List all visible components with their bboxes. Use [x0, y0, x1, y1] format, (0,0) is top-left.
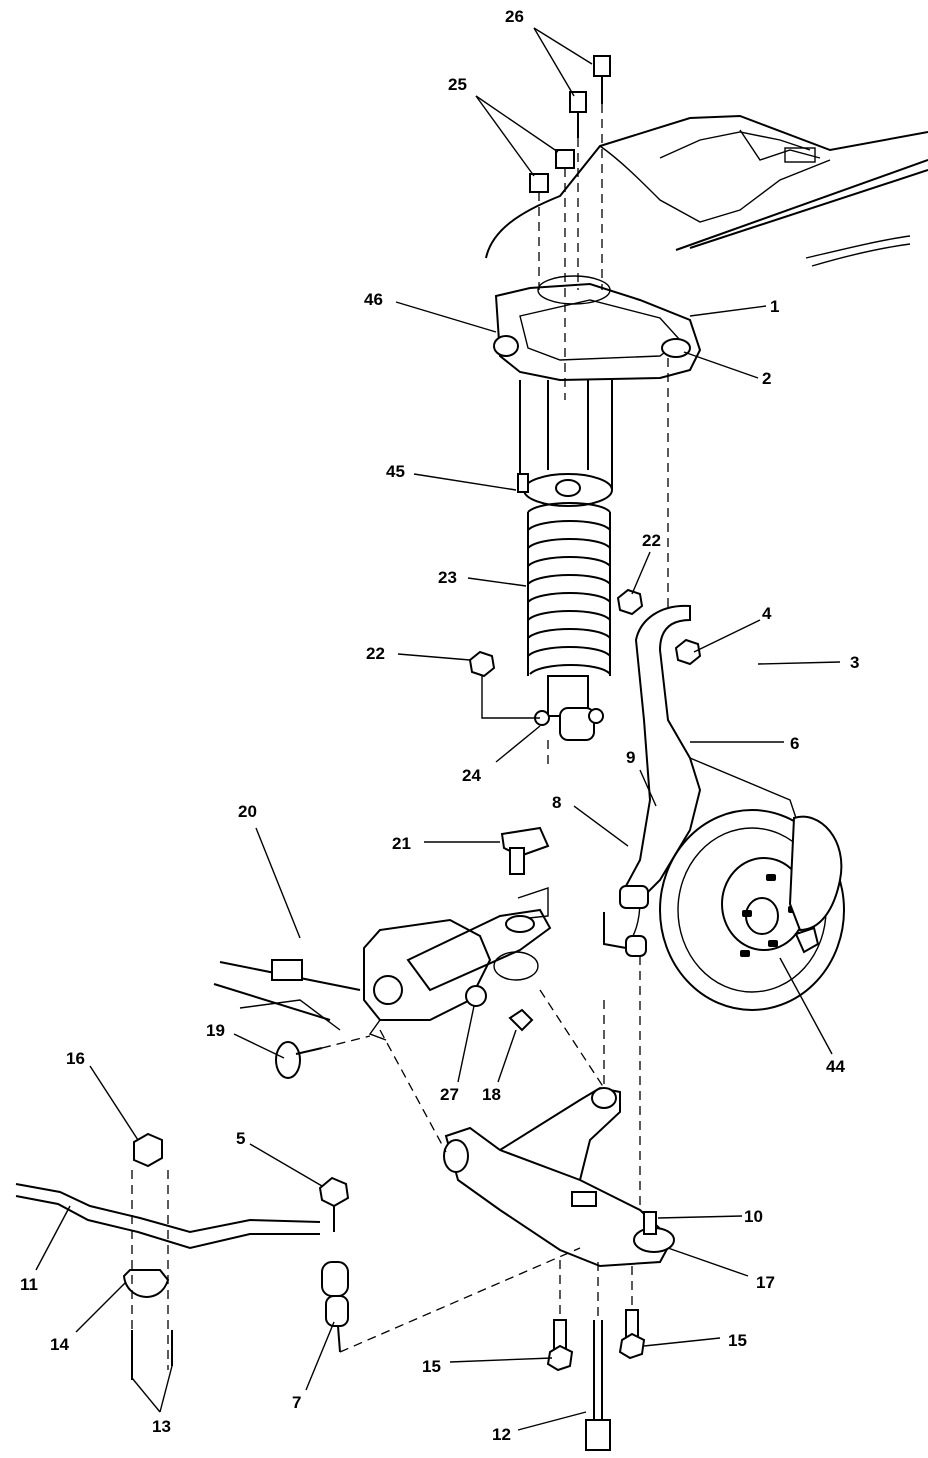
label-22-upper: 22: [642, 531, 661, 550]
label-4: 4: [762, 604, 772, 623]
steering-knuckle: [603, 604, 801, 1210]
label-20: 20: [238, 802, 257, 821]
stabilizer-bar: [15, 1132, 321, 1380]
label-12: 12: [492, 1425, 511, 1444]
label-24: 24: [462, 766, 481, 785]
label-14: 14: [50, 1335, 69, 1354]
label-7: 7: [292, 1393, 301, 1412]
label-25: 25: [448, 75, 467, 94]
label-13: 13: [152, 1417, 171, 1436]
label-10: 10: [744, 1207, 763, 1226]
label-9: 9: [626, 748, 635, 767]
label-1: 1: [770, 297, 779, 316]
label-44: 44: [826, 1057, 845, 1076]
lower-control-arm: [379, 989, 675, 1268]
part-labels: 26 25 46 1 2 45 22 23 22 4 3 6 24 9 8 20…: [20, 7, 859, 1444]
tie-rod-end: [500, 826, 550, 921]
label-19: 19: [206, 1021, 225, 1040]
label-22-lower: 22: [366, 644, 385, 663]
label-26: 26: [505, 7, 524, 26]
label-3: 3: [850, 653, 859, 672]
upper-control-arm: [493, 275, 702, 610]
label-6: 6: [790, 734, 799, 753]
label-23: 23: [438, 568, 457, 587]
vehicle-body-outline: [485, 114, 928, 267]
label-15-right: 15: [728, 1331, 747, 1350]
nuts-22: [468, 588, 644, 719]
label-15-left: 15: [422, 1357, 441, 1376]
upper-mount-bolts: [529, 55, 611, 400]
label-45: 45: [386, 462, 405, 481]
label-5: 5: [236, 1129, 245, 1148]
lower-bolts: [546, 1260, 646, 1451]
label-2: 2: [762, 369, 771, 388]
brake-rotor-hub: [659, 809, 845, 1011]
bolt-19: [275, 1035, 371, 1079]
strut-rod-bracket: [213, 908, 552, 1041]
label-11: 11: [20, 1275, 38, 1294]
leader-lines: [35, 27, 841, 1431]
label-17: 17: [756, 1273, 775, 1292]
shock-and-coil-spring: [517, 380, 613, 770]
label-21: 21: [392, 834, 411, 853]
label-46: 46: [364, 290, 383, 309]
label-16: 16: [66, 1049, 85, 1068]
label-18: 18: [482, 1085, 501, 1104]
label-27: 27: [440, 1085, 459, 1104]
stabilizer-link: [318, 1176, 581, 1353]
label-8: 8: [552, 793, 561, 812]
